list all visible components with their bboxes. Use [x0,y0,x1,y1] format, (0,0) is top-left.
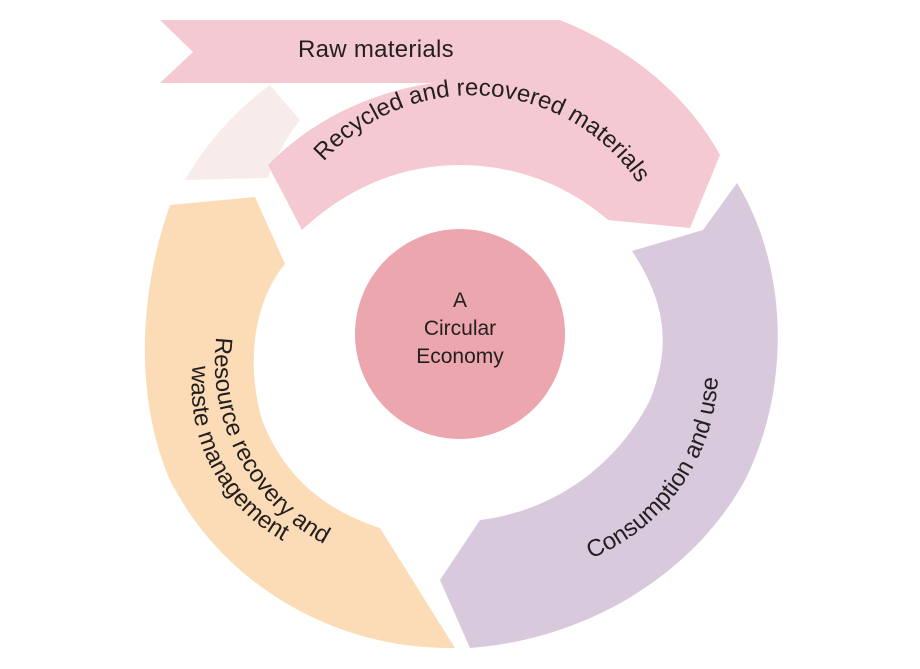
resource-recovery-arrow [144,197,455,649]
consumption-use-arrow [440,183,778,648]
raw-materials-banner [160,20,720,200]
center-label-line3: Economy [416,345,504,368]
center-circle [355,229,565,439]
recycled-tail-shape [185,85,300,180]
recycled-materials-arrow [268,79,720,230]
raw-materials-label: Raw materials [298,36,454,63]
center-label-line1: A [453,289,467,312]
center-label-line2: Circular [424,317,496,340]
